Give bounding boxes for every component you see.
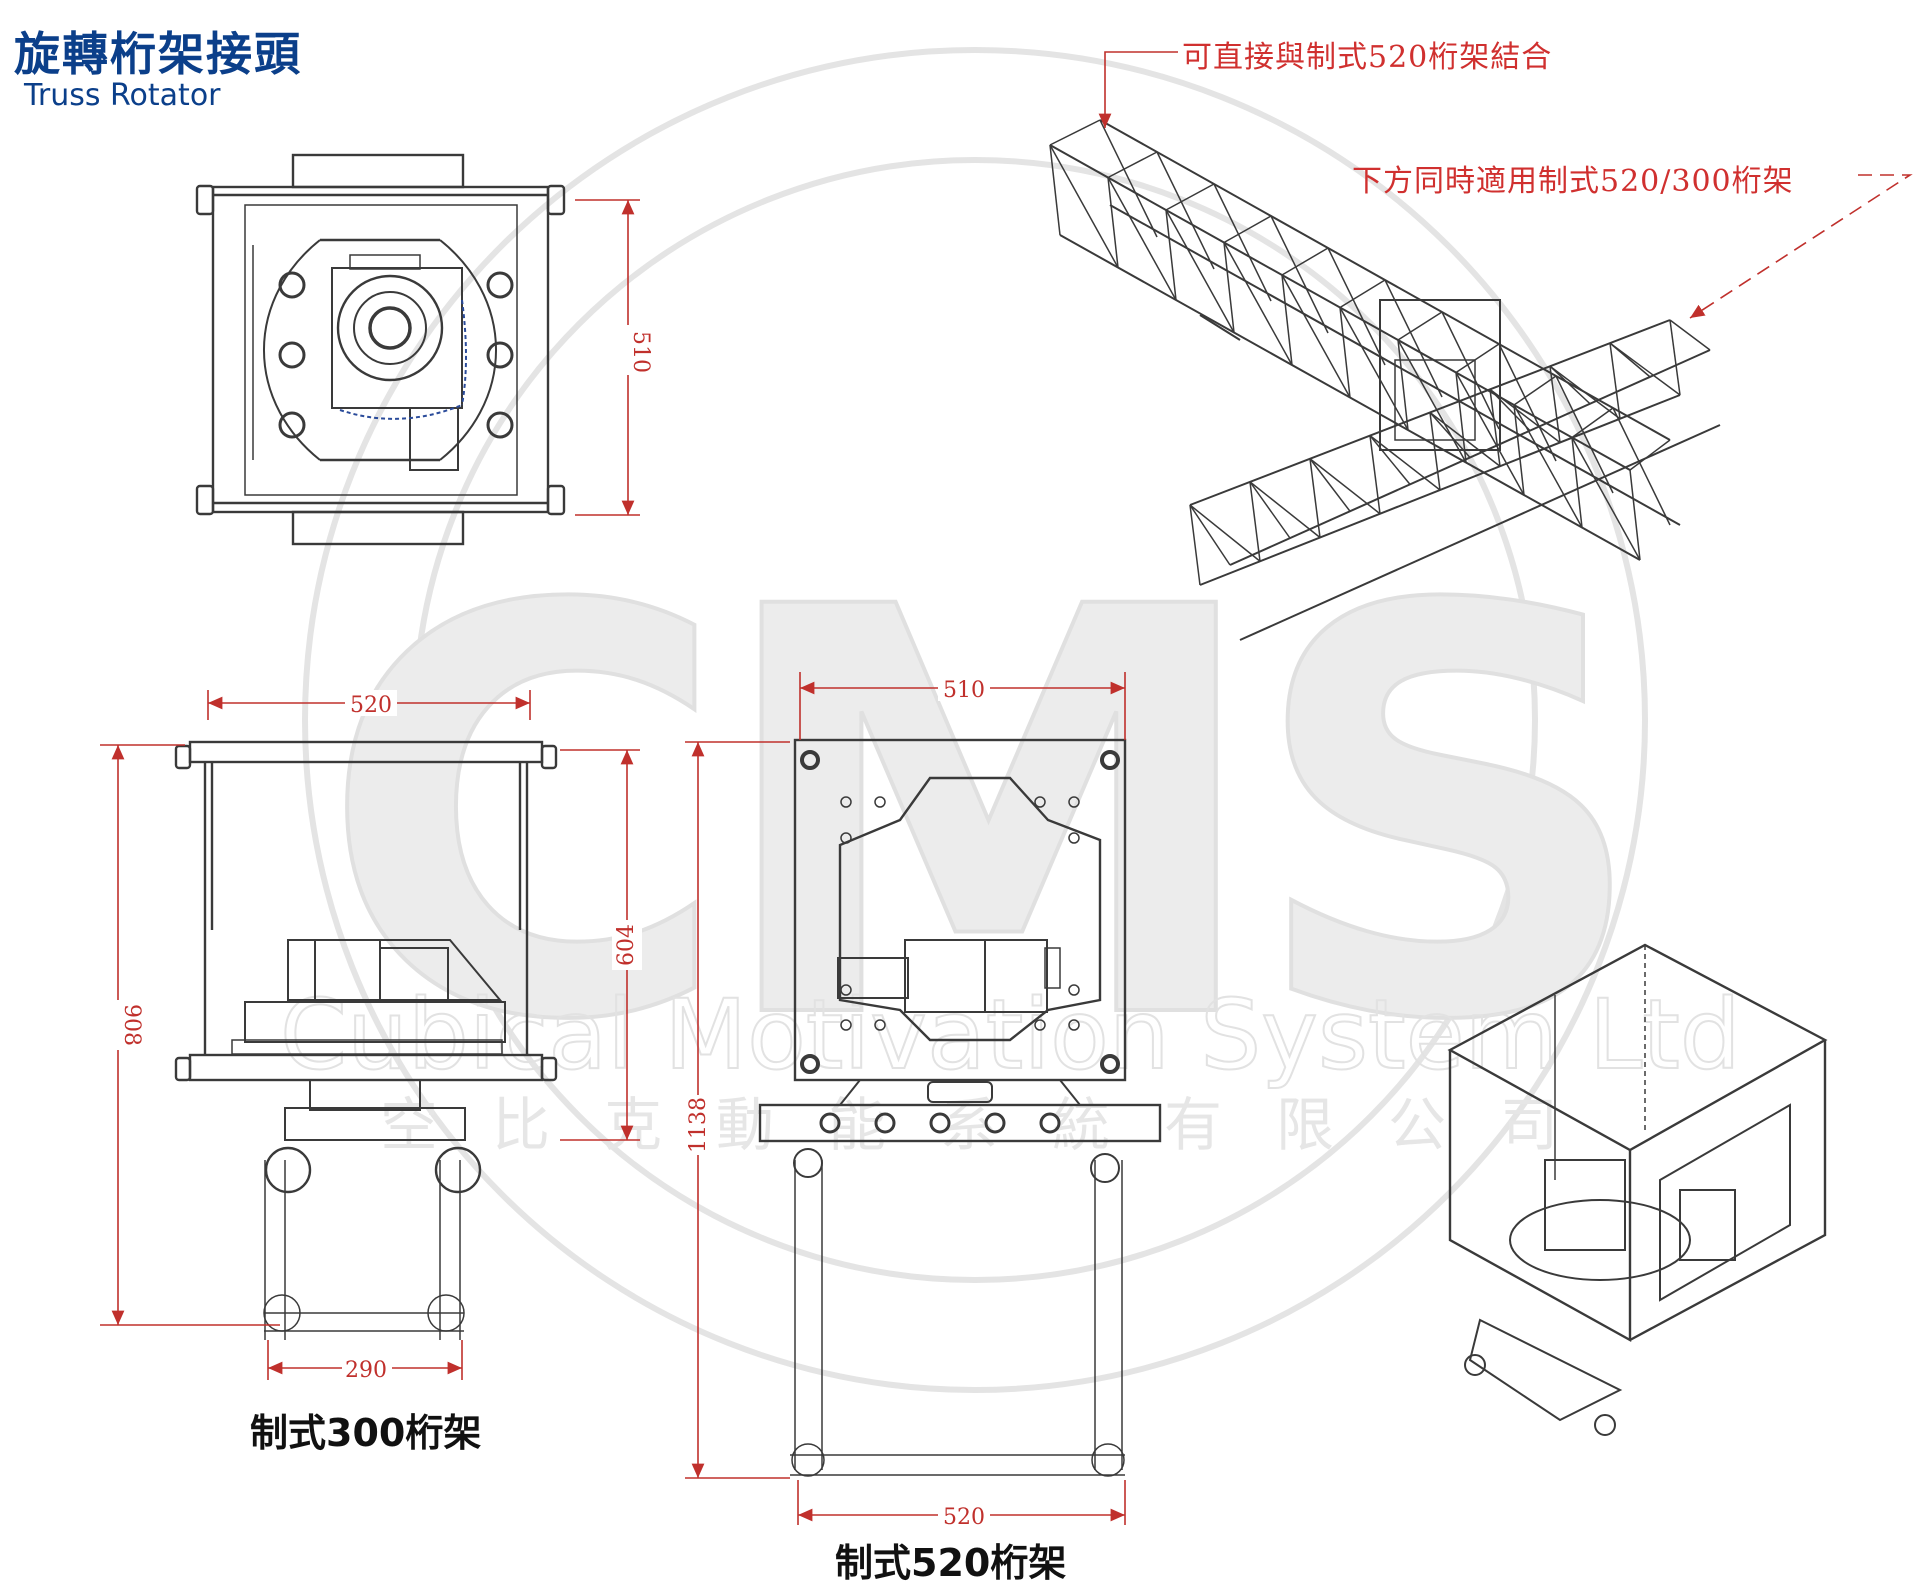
truss-rung xyxy=(1455,343,1500,374)
truss-rung xyxy=(1555,375,1614,494)
truss-rung xyxy=(1189,504,1231,566)
truss-rung xyxy=(1669,319,1681,396)
dim-front520-width: 510 xyxy=(943,678,985,703)
truss-rung xyxy=(1189,504,1201,586)
truss-rung xyxy=(1571,437,1583,528)
watermark-char: 司 xyxy=(1500,1091,1558,1159)
truss-rung xyxy=(1629,439,1671,471)
truss-rung xyxy=(1397,311,1443,341)
watermark-company-en: Cubical Motivation System Ltd xyxy=(280,979,1741,1091)
truss-rung xyxy=(1549,365,1621,420)
truss-rung xyxy=(1609,343,1621,419)
front-view-520 xyxy=(758,738,1162,1477)
truss-rung xyxy=(1223,215,1272,244)
truss-rung xyxy=(1339,279,1386,309)
note-side: 下方同時適用制式520/300桁架 xyxy=(1352,164,1794,199)
truss-rung xyxy=(1513,404,1525,496)
front-view-300 xyxy=(174,740,558,1340)
isometric-rotator-box xyxy=(1447,943,1828,1436)
truss-rung xyxy=(1249,481,1321,539)
truss-rung xyxy=(1429,412,1441,491)
caption-truss300: 制式300桁架 xyxy=(250,1411,482,1455)
truss-rung xyxy=(1249,481,1261,562)
truss-rung xyxy=(1441,311,1500,430)
truss-rung xyxy=(1549,366,1561,443)
watermark-char: 動 xyxy=(716,1091,774,1159)
watermark-char: 比 xyxy=(492,1091,550,1159)
truss-rung xyxy=(1281,274,1293,366)
truss-rung xyxy=(1189,504,1261,562)
watermark-logo: CMS xyxy=(319,491,1631,1143)
truss-rung xyxy=(1369,435,1381,514)
truss-rung xyxy=(1513,375,1557,406)
dim-top-view-height: 510 xyxy=(628,331,653,373)
truss-rung xyxy=(1049,144,1061,236)
truss-rung xyxy=(1165,209,1235,333)
truss-rung xyxy=(1270,215,1329,334)
watermark-char: 限 xyxy=(1276,1091,1334,1159)
truss-rung xyxy=(1489,388,1561,444)
truss-rung xyxy=(1327,247,1386,366)
truss-rung xyxy=(1223,242,1293,366)
truss-rung xyxy=(1669,319,1711,351)
truss-rung xyxy=(1455,372,1525,496)
truss-rung xyxy=(1609,342,1681,396)
truss-rung xyxy=(1571,437,1641,561)
page-title: 旋轉桁架接頭 xyxy=(14,27,302,81)
truss-rung xyxy=(1223,242,1235,333)
truss-rung xyxy=(1369,435,1441,491)
isometric-cross-truss xyxy=(1049,119,1721,641)
caption-truss520: 制式520桁架 xyxy=(835,1541,1067,1585)
dim-front520-base: 520 xyxy=(943,1505,985,1530)
truss-rung xyxy=(1165,183,1215,211)
truss-rung xyxy=(1339,307,1351,398)
truss-rung xyxy=(1549,365,1591,405)
watermark-char: 空 xyxy=(380,1091,438,1159)
truss-rung xyxy=(1629,469,1641,561)
truss-rung xyxy=(1049,144,1119,268)
truss-rung xyxy=(1281,247,1329,276)
note-top: 可直接與制式520桁架結合 xyxy=(1182,40,1553,75)
dim-front300-frame: 604 xyxy=(614,924,639,966)
dimension-lines xyxy=(100,51,1913,1525)
truss-rung xyxy=(1309,458,1381,515)
truss-rung xyxy=(1612,407,1671,526)
truss-rung xyxy=(1339,307,1409,431)
truss-rung xyxy=(1165,209,1177,301)
truss-rung xyxy=(1309,458,1351,512)
truss-rung xyxy=(1213,183,1272,302)
page-subtitle: Truss Rotator xyxy=(24,78,221,113)
dim-front520-total: 1138 xyxy=(686,1097,711,1153)
truss-rung xyxy=(1498,343,1557,462)
truss-rung xyxy=(1156,151,1215,270)
truss-rung xyxy=(1397,339,1409,431)
truss-rung xyxy=(1455,372,1467,463)
truss-rung xyxy=(1249,481,1291,539)
truss-rung xyxy=(1489,389,1501,467)
truss-rung xyxy=(1107,151,1158,179)
watermark-char: 公 xyxy=(1388,1091,1446,1159)
watermark-char: 有 xyxy=(1164,1091,1222,1159)
truss-rung xyxy=(1309,458,1321,538)
truss-rung xyxy=(1049,119,1101,146)
dim-front300-width: 520 xyxy=(350,693,392,718)
truss-rung xyxy=(1099,119,1158,238)
truss-rung xyxy=(1281,274,1351,398)
top-view xyxy=(195,153,566,546)
truss-rung xyxy=(1489,388,1531,432)
watermark-char: 統 xyxy=(1052,1091,1110,1159)
truss-rung xyxy=(1107,177,1119,268)
dimension-labels: 510 520 908 604 290 510 1138 520 xyxy=(104,325,990,1530)
truss-rung xyxy=(1571,407,1614,439)
dim-front300-clamp: 290 xyxy=(345,1358,387,1383)
dim-front300-total: 908 xyxy=(119,1004,144,1046)
truss-rung xyxy=(1107,177,1177,301)
truss-rung xyxy=(1369,435,1411,485)
